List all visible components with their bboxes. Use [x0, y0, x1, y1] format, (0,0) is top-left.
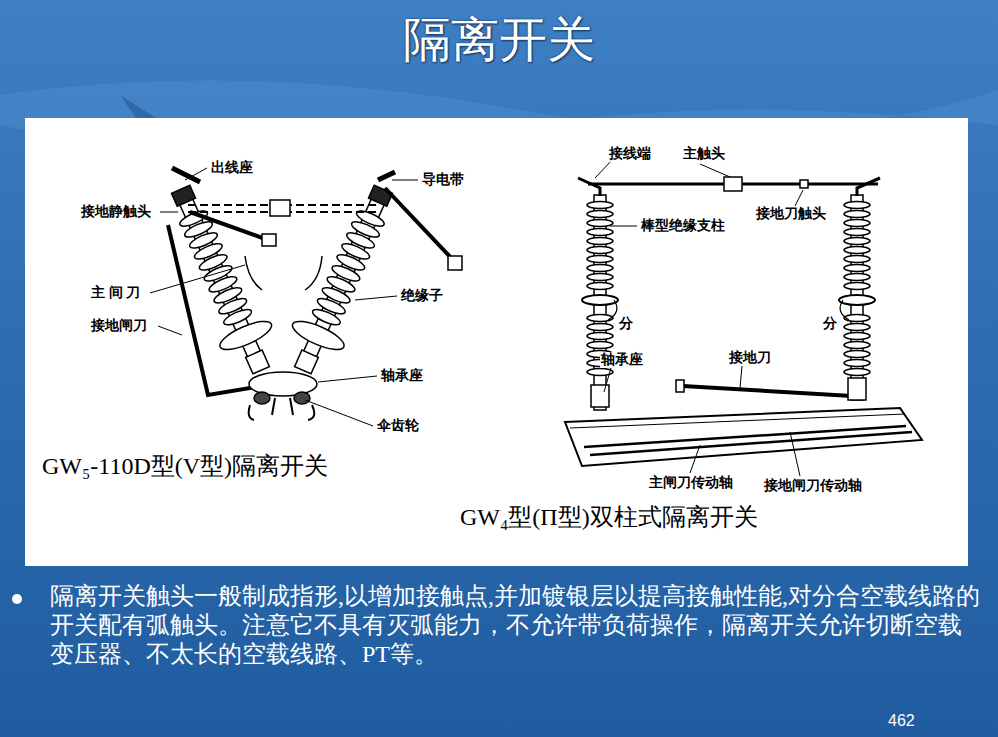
- part-name: 分: [618, 316, 634, 332]
- part-name: 接线端: [608, 146, 652, 162]
- part-name: 分: [822, 316, 838, 332]
- part-name: 主触头: [682, 146, 726, 162]
- part-name: 轴承座: [600, 352, 644, 368]
- figure-caption: GW₅-110D型(V型)隔离开关: [42, 452, 328, 480]
- pi-type-switch: [565, 160, 922, 476]
- part-name: 棒型绝缘支柱: [640, 218, 726, 234]
- part-name: 导电带: [421, 172, 465, 188]
- slide-title: 隔离开关: [0, 10, 998, 70]
- part-name: 伞齿轮: [376, 418, 420, 434]
- v-type-switch: [150, 168, 462, 426]
- part-name: 接地闸刀: [90, 318, 148, 334]
- part-name: 主闸刀传动轴: [648, 475, 734, 491]
- part-name: 绝缘子: [400, 288, 444, 304]
- part-name: 接地静触头: [80, 204, 152, 220]
- part-name: 接地刀触头: [755, 206, 827, 222]
- part-name: 接地刀: [728, 350, 772, 366]
- bullet-text: 隔离开关触头一般制成指形,以增加接触点,并加镀银层以提高接触性能,对分合空载线路…: [50, 582, 985, 669]
- figure-panel: [25, 118, 968, 566]
- figure-caption: GW₄型(Π型)双柱式隔离开关: [460, 503, 758, 531]
- part-name: 主 间 刀: [90, 285, 141, 301]
- part-name: 轴承座: [380, 368, 424, 384]
- part-name: 出线座: [210, 160, 254, 176]
- bullet-dot: [12, 594, 22, 604]
- page-number: 462: [888, 712, 915, 730]
- part-name: 接地闸刀传动轴: [763, 478, 863, 494]
